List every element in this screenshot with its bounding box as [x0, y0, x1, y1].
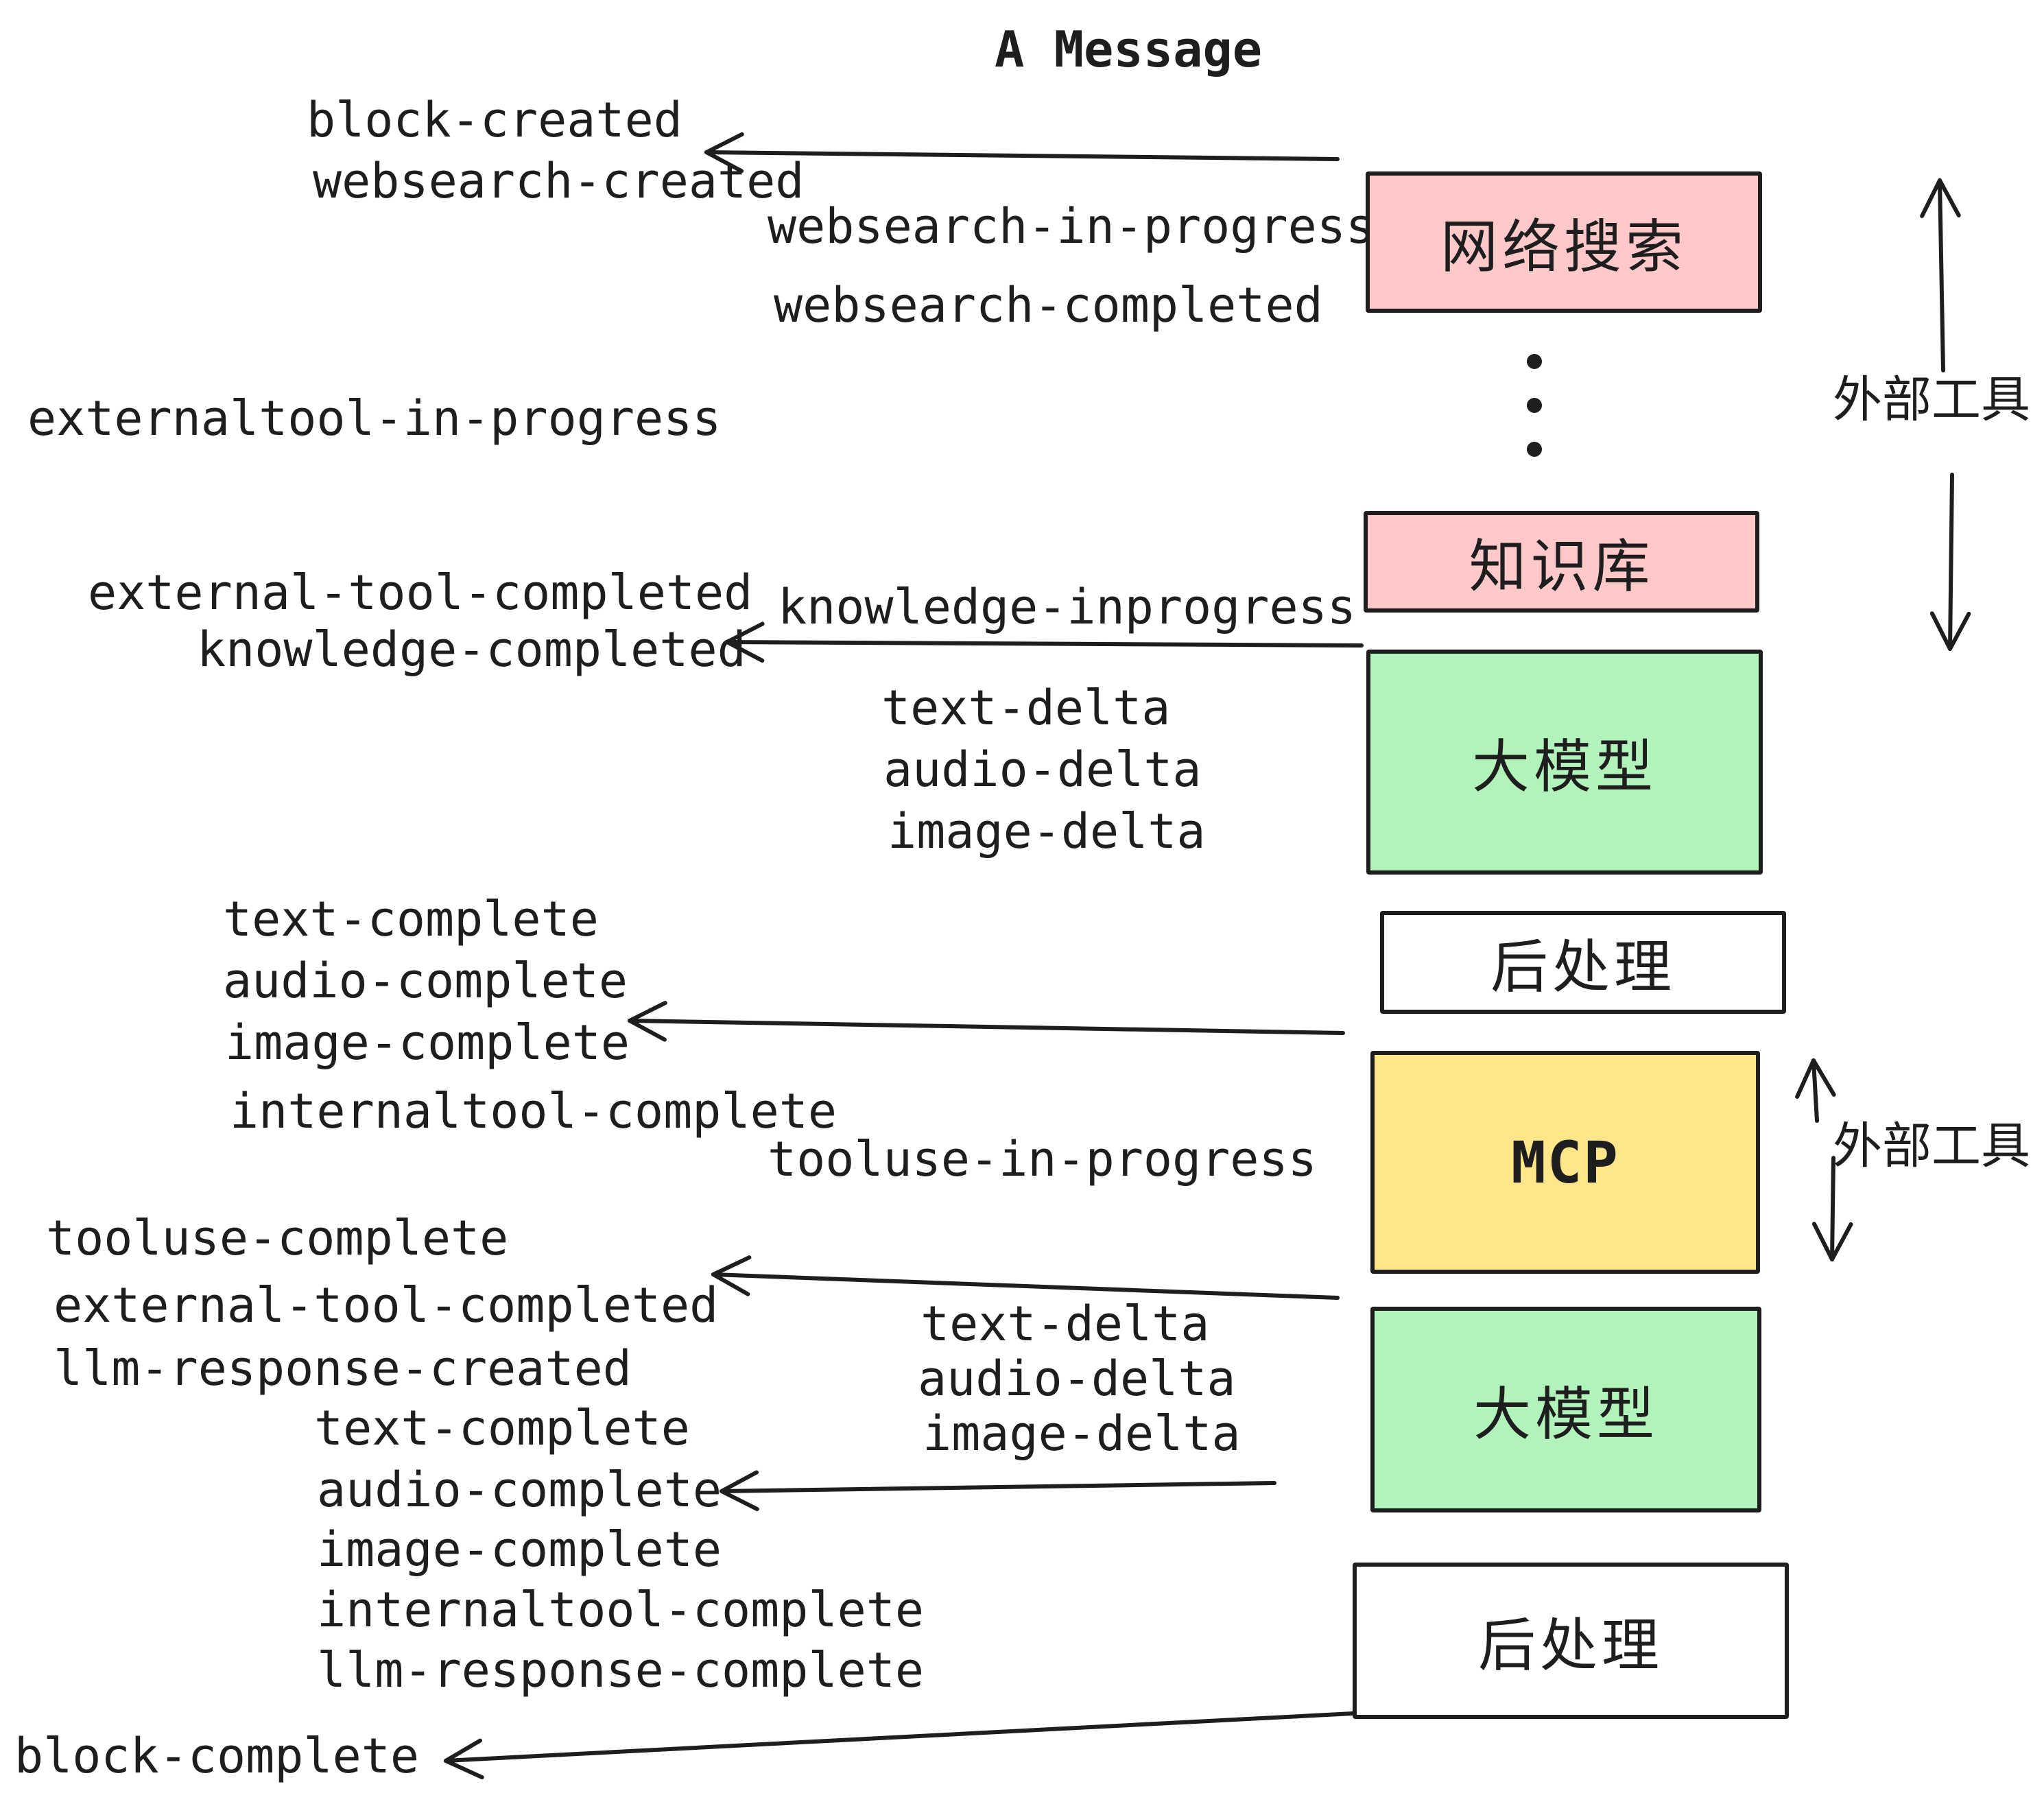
event-label-externaltool-in-progress: externaltool-in-progress	[27, 390, 722, 447]
arrow-shaft-to-block-complete	[444, 1711, 1368, 1763]
arrow-head-external-tool-up-2-0	[1795, 1058, 1816, 1099]
box-label-llm-1: 大模型	[1471, 733, 1657, 800]
arrow-head-external-tool-up-1-1	[1938, 178, 1961, 217]
event-label-text-delta: text-delta	[881, 680, 1171, 736]
arrow-head-to-image-complete-1	[628, 1001, 667, 1023]
box-post-2: 后处理	[1353, 1563, 1789, 1719]
arrow-head-external-tool-down-1-0	[1948, 611, 1971, 651]
event-label-internaltool-complete: internaltool-complete	[317, 1582, 925, 1638]
box-label-knowledge: 知识库	[1469, 532, 1654, 600]
arrow-head-to-block-complete-0	[444, 1759, 484, 1780]
event-label-llm-response-complete: llm-response-complete	[317, 1642, 925, 1698]
arrow-head-external-tool-down-2-1	[1811, 1222, 1834, 1261]
arrow-head-external-tool-down-2-0	[1830, 1222, 1853, 1261]
arrow-head-to-audio-complete-1	[720, 1470, 759, 1493]
event-label-image-complete: image-complete	[317, 1521, 722, 1578]
event-label-audio-complete: audio-complete	[223, 953, 628, 1009]
event-label-knowledge-completed: knowledge-completed	[197, 621, 746, 678]
event-label-tooluse-in-progress: tooluse-in-progress	[768, 1131, 1317, 1187]
box-label-mcp: MCP	[1511, 1128, 1619, 1196]
ellipsis-dot	[1527, 354, 1542, 369]
box-label-post-2: 后处理	[1477, 1611, 1663, 1679]
arrow-head-external-tool-up-1-0	[1920, 178, 1942, 218]
box-websearch: 网络搜索	[1366, 171, 1762, 313]
arrow-head-to-block-complete-1	[444, 1738, 482, 1763]
arrow-shaft-external-tool-up-2	[1811, 1058, 1819, 1123]
event-label-websearch-in-progress: websearch-in-progress	[768, 198, 1375, 254]
arrow-shaft-to-knowledge-completed	[725, 640, 1364, 648]
event-label-external-tool-completed: external-tool-completed	[88, 565, 753, 621]
event-label-audio-delta: audio-delta	[918, 1351, 1236, 1407]
event-label-image-delta: image-delta	[923, 1405, 1241, 1462]
box-knowledge: 知识库	[1364, 511, 1759, 613]
event-label-block-complete: block-complete	[14, 1728, 420, 1784]
side-label-external-tools-1: 外部工具	[1833, 370, 2031, 429]
box-llm-2: 大模型	[1370, 1307, 1761, 1512]
event-label-text-complete: text-complete	[223, 891, 599, 947]
event-label-audio-complete: audio-complete	[317, 1462, 722, 1518]
event-label-image-delta: image-delta	[888, 803, 1206, 859]
event-label-block-created: block-created	[307, 92, 682, 148]
event-label-text-delta: text-delta	[920, 1296, 1210, 1352]
arrow-head-external-tool-up-2-1	[1811, 1058, 1836, 1097]
event-label-text-complete: text-complete	[314, 1400, 690, 1456]
event-label-internaltool-complete: internaltool-complete	[230, 1083, 837, 1139]
box-label-llm-2: 大模型	[1473, 1380, 1659, 1448]
arrow-head-external-tool-down-1-1	[1929, 611, 1952, 651]
arrow-shaft-external-tool-down-1	[1948, 473, 1954, 651]
box-post-1: 后处理	[1380, 911, 1786, 1014]
arrow-head-to-websearch-created-1	[704, 132, 744, 154]
arrow-shaft-external-tool-up-1	[1938, 178, 1945, 372]
arrow-shaft-to-audio-complete	[720, 1481, 1276, 1493]
ellipsis-dot	[1527, 398, 1542, 413]
box-label-post-1: 后处理	[1490, 933, 1676, 1001]
event-label-knowledge-inprogress: knowledge-inprogress	[778, 579, 1356, 635]
arrow-shaft-to-tooluse-complete	[711, 1272, 1340, 1300]
ellipsis-dot	[1527, 442, 1542, 457]
box-llm-1: 大模型	[1366, 650, 1763, 875]
event-label-image-complete: image-complete	[225, 1014, 630, 1071]
arrow-shaft-to-image-complete	[628, 1019, 1345, 1035]
arrow-head-to-tooluse-complete-1	[711, 1255, 752, 1277]
arrow-head-to-image-complete-0	[628, 1019, 667, 1042]
box-mcp: MCP	[1370, 1051, 1760, 1274]
event-label-external-tool-completed: external-tool-completed	[54, 1277, 719, 1333]
arrow-head-to-audio-complete-0	[720, 1489, 759, 1512]
arrow-head-to-tooluse-complete-0	[711, 1272, 750, 1296]
box-label-websearch: 网络搜索	[1440, 213, 1687, 281]
event-label-audio-delta: audio-delta	[883, 741, 1202, 798]
event-label-llm-response-created: llm-response-created	[54, 1340, 632, 1397]
event-label-websearch-completed: websearch-completed	[774, 277, 1323, 333]
diagram-title: A Message	[995, 21, 1263, 78]
side-label-external-tools-2: 外部工具	[1833, 1117, 2031, 1175]
event-label-websearch-created: websearch-created	[313, 153, 805, 209]
event-label-tooluse-complete: tooluse-complete	[46, 1210, 509, 1266]
